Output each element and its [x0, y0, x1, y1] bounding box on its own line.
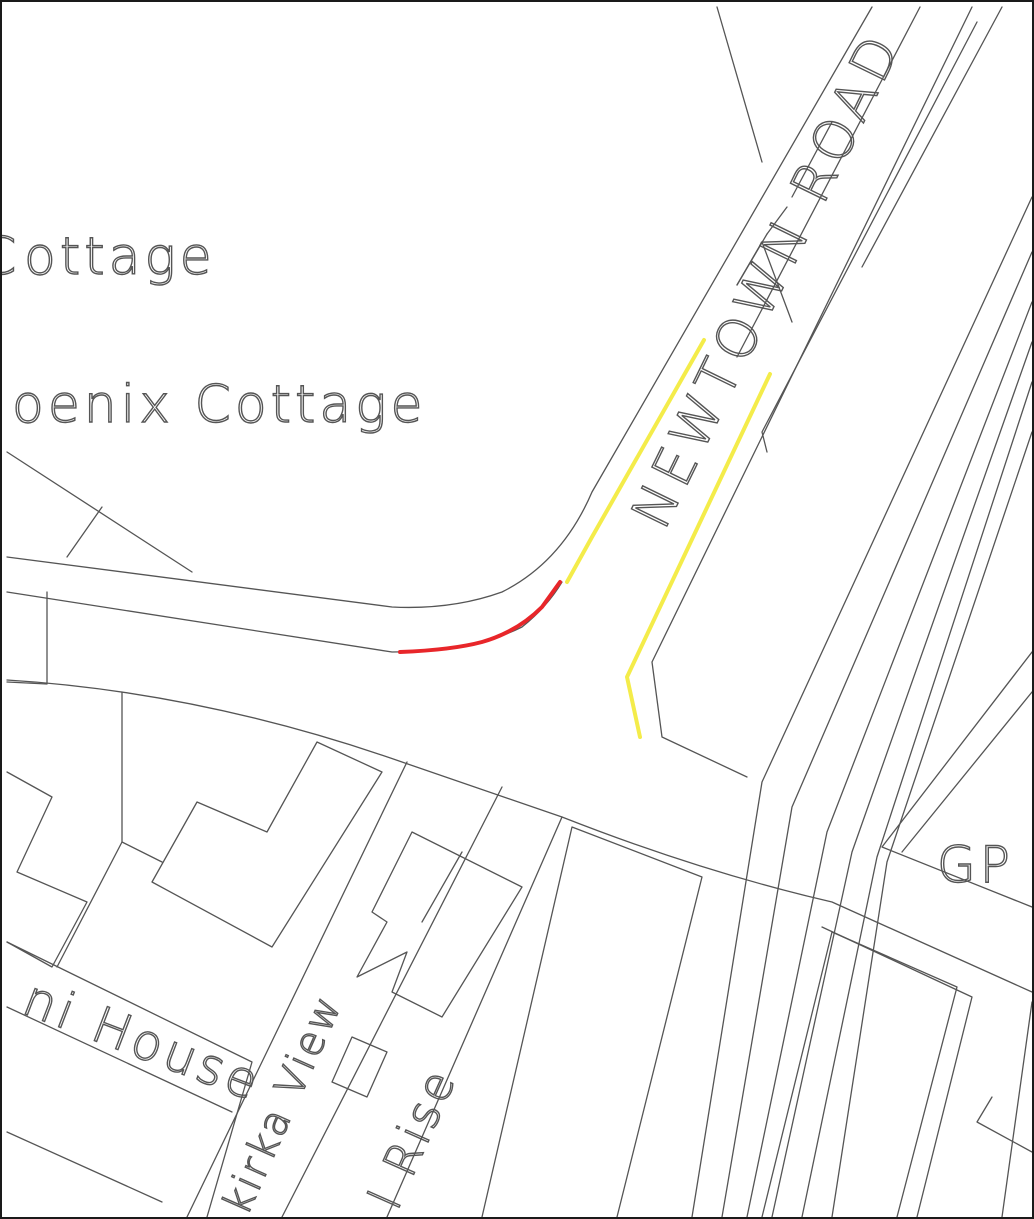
house-road-line-3	[6, 1131, 163, 1203]
highlight-yellow-kerb-west	[565, 338, 706, 584]
house-1	[6, 771, 88, 968]
label-phoenix-cottage: oenix Cottage	[12, 375, 426, 435]
label-house: ni House	[16, 969, 270, 1113]
house-5-block	[356, 831, 523, 1018]
house-2	[56, 691, 123, 968]
rail-line-3	[746, 301, 1032, 1217]
highlight-yellow-kerb-east	[625, 372, 772, 739]
central-island	[761, 21, 978, 453]
gp-inner	[901, 691, 1032, 853]
house-road-line-2	[6, 1006, 233, 1113]
house-3	[151, 741, 383, 948]
rise-road-east	[386, 816, 563, 1217]
newtown-road-east-kerb	[651, 6, 973, 778]
label-cottage-top-partial: C	[2, 227, 16, 287]
label-cottage-top: ottage	[24, 227, 216, 287]
highlight-red-kerb	[398, 580, 562, 654]
label-gp: GP	[937, 836, 1014, 894]
block-far-right	[1001, 1001, 1032, 1217]
block-lower-right-outer	[821, 926, 973, 1217]
view-road-east	[281, 786, 503, 1217]
label-rise-road: l Rise	[358, 1059, 468, 1217]
gp-building	[881, 651, 1032, 908]
rail-line-5	[801, 381, 1032, 1217]
rail-line-6	[831, 431, 1032, 1217]
road-centre-line	[736, 6, 921, 358]
view-road-west	[186, 761, 408, 1217]
house-5-inner	[421, 851, 463, 923]
rail-line-2	[721, 251, 1032, 1217]
boundary-line-top	[716, 6, 763, 163]
main-road-south-kerb-2	[6, 591, 48, 685]
median-box	[736, 233, 793, 323]
label-newtown-road: NEWTOWN ROAD	[619, 21, 914, 538]
small-box-right	[976, 1096, 1032, 1153]
rail-line-1	[691, 196, 1032, 1217]
diagonal-boundary-left	[6, 451, 193, 573]
boundary-short	[66, 506, 103, 558]
road-east-line-2	[861, 6, 1003, 268]
main-road-south-kerb	[6, 679, 1032, 993]
house-4	[121, 841, 163, 863]
newtown-road-west-kerb	[6, 6, 873, 609]
house-road-line	[6, 941, 253, 1217]
small-box-house	[331, 1036, 388, 1098]
rail-line-4	[771, 341, 1032, 1217]
block-lower-mid	[481, 826, 703, 1217]
block-lower-right	[761, 931, 958, 1217]
